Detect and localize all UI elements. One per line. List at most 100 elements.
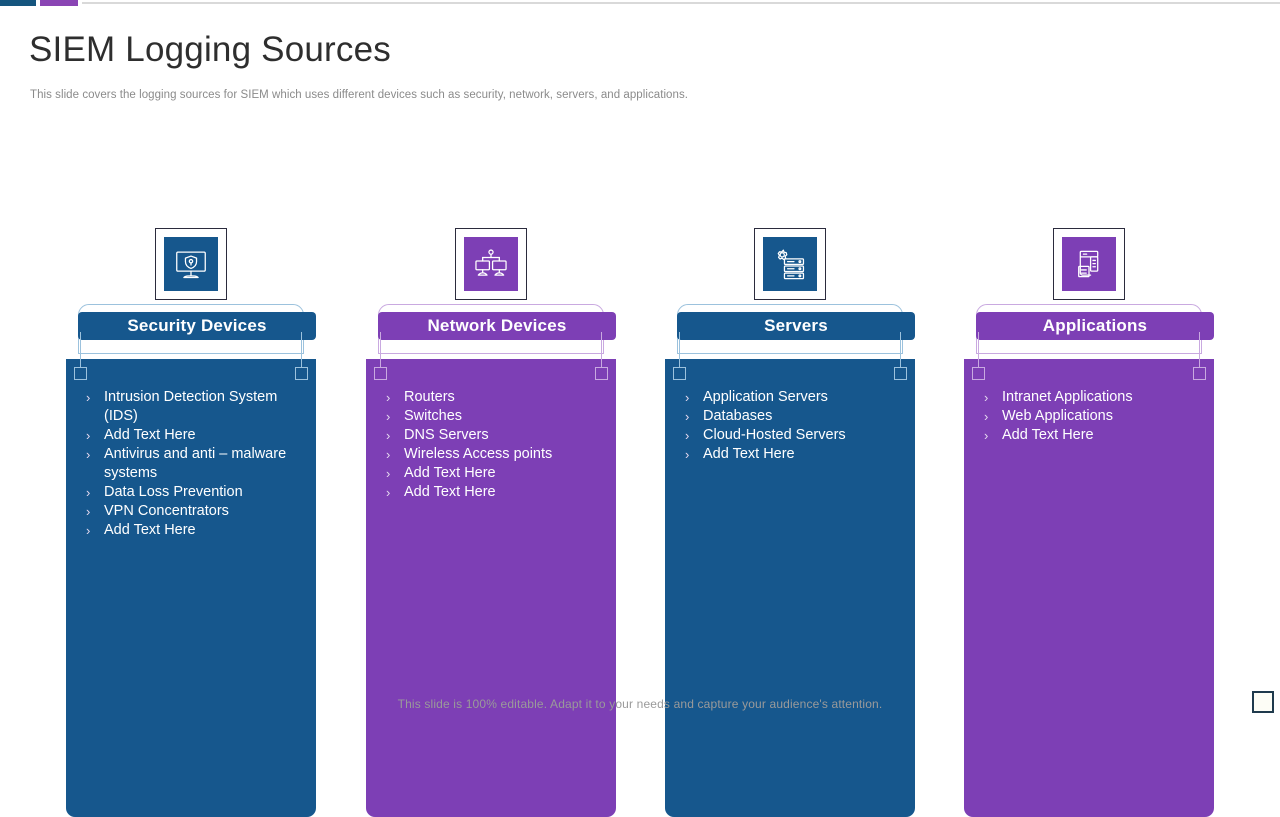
list-item[interactable]: › DNS Servers: [386, 426, 602, 445]
chevron-right-icon: ›: [984, 409, 989, 424]
column-header-label: Security Devices: [127, 316, 267, 335]
list-item[interactable]: › Application Servers: [685, 388, 901, 407]
column-item-list: ›Intranet Applications›Web Applications›…: [964, 359, 1214, 465]
chevron-right-icon: ›: [386, 466, 391, 481]
column-item-list: ›Application Servers›Databases›Cloud-Hos…: [665, 359, 915, 484]
connector-line-right: [1199, 332, 1201, 368]
list-item-label: Application Servers: [703, 389, 828, 405]
column-header-label: Network Devices: [427, 316, 567, 335]
list-item-label: Intranet Applications: [1002, 389, 1133, 405]
list-item[interactable]: › Intrusion Detection System (IDS): [86, 388, 302, 426]
list-item-label: Add Text Here: [404, 484, 496, 500]
column-icon-frame: [155, 228, 227, 300]
monitor-shield-lock-icon: [164, 237, 218, 291]
connector-square-left: [673, 367, 686, 380]
list-item-label: VPN Concentrators: [104, 503, 229, 519]
chevron-right-icon: ›: [386, 447, 391, 462]
chevron-right-icon: ›: [86, 523, 91, 538]
list-item[interactable]: ›Routers: [386, 388, 602, 407]
connector-square-left: [74, 367, 87, 380]
list-item[interactable]: › Add Text Here: [386, 464, 602, 483]
connector-line-left: [978, 332, 980, 368]
list-item[interactable]: › Add Text Here: [86, 521, 302, 540]
connector-line-right: [301, 332, 303, 368]
list-item[interactable]: ›Intranet Applications: [984, 388, 1200, 407]
list-item[interactable]: ›Add Text Here: [984, 426, 1200, 445]
list-item-label: Add Text Here: [104, 522, 196, 538]
list-item-label: Cloud-Hosted Servers: [703, 427, 846, 443]
column-icon-frame: [1053, 228, 1125, 300]
list-item-label: Intrusion Detection System (IDS): [104, 389, 278, 424]
application-window-icon: [1062, 237, 1116, 291]
column-item-list: ›Routers›Switches›DNS Servers›Wireless A…: [366, 359, 616, 522]
column-header-bar[interactable]: Security Devices: [78, 312, 316, 340]
connector-line-right: [900, 332, 902, 368]
list-item[interactable]: › Add Text Here: [386, 483, 602, 502]
connector-line-left: [80, 332, 82, 368]
list-item[interactable]: › Switches: [386, 407, 602, 426]
chevron-right-icon: ›: [86, 447, 91, 462]
connector-square-left: [972, 367, 985, 380]
chevron-right-icon: ›: [685, 390, 690, 405]
top-accent-bar: [0, 0, 1280, 6]
list-item-label: Wireless Access points: [404, 446, 553, 462]
chevron-right-icon: ›: [685, 447, 690, 462]
list-item-label: DNS Servers: [404, 427, 489, 443]
connector-line-left: [380, 332, 382, 368]
accent-segment-purple: [40, 0, 78, 6]
connector-line-right: [601, 332, 603, 368]
chevron-right-icon: ›: [386, 409, 391, 424]
chevron-right-icon: ›: [86, 428, 91, 443]
column-header-bar[interactable]: Network Devices: [378, 312, 616, 340]
list-item-label: Antivirus and anti – malware systems: [104, 446, 287, 481]
list-item[interactable]: › Add Text Here: [685, 445, 901, 464]
column-icon-frame: [455, 228, 527, 300]
column-header-bar[interactable]: Applications: [976, 312, 1214, 340]
list-item-label: Add Text Here: [104, 427, 196, 443]
gear-server-rack-icon: [763, 237, 817, 291]
page-title: SIEM Logging Sources: [29, 30, 391, 69]
column-body-panel: ›Intranet Applications›Web Applications›…: [964, 359, 1214, 817]
list-item[interactable]: › Data Loss Prevention: [86, 483, 302, 502]
connector-square-right: [595, 367, 608, 380]
list-item[interactable]: › VPN Concentrators: [86, 502, 302, 521]
chevron-right-icon: ›: [86, 504, 91, 519]
chevron-right-icon: ›: [685, 409, 690, 424]
column-body-panel: ›Application Servers›Databases›Cloud-Hos…: [665, 359, 915, 817]
columns-container: ›Intrusion Detection System (IDS)›Add Te…: [66, 228, 1214, 817]
list-item[interactable]: › Databases: [685, 407, 901, 426]
page-subtitle: This slide covers the logging sources fo…: [30, 89, 688, 101]
column-item-list: › Intrusion Detection System (IDS) › Add Te…: [66, 359, 316, 560]
list-item-label: Databases: [703, 408, 773, 424]
list-item[interactable]: › Antivirus and anti – malware systems: [86, 445, 302, 483]
accent-rule: [82, 2, 1280, 4]
list-item[interactable]: › Add Text Here: [86, 426, 302, 445]
list-item-label: Switches: [404, 408, 463, 424]
chevron-right-icon: ›: [386, 428, 391, 443]
list-item-label: Data Loss Prevention: [104, 484, 243, 500]
list-item[interactable]: ›Cloud-Hosted Servers: [685, 426, 901, 445]
list-item-label: Add Text Here: [703, 446, 795, 462]
chevron-right-icon: ›: [86, 485, 91, 500]
chevron-right-icon: ›: [86, 390, 91, 405]
list-item-label: Add Text Here: [1002, 427, 1094, 443]
accent-segment-teal: [0, 0, 36, 6]
column-body-panel: ›Routers›Switches›DNS Servers›Wireless A…: [366, 359, 616, 817]
column-header-label: Applications: [1042, 316, 1148, 335]
square-outline-icon: [1252, 691, 1274, 713]
connector-square-right: [1193, 367, 1206, 380]
connector-square-right: [295, 367, 308, 380]
list-item[interactable]: › Web Applications: [984, 407, 1200, 426]
footer-note: This slide is 100% editable. Adapt it to…: [397, 697, 883, 711]
column-header-bar[interactable]: Servers: [677, 312, 915, 340]
list-item[interactable]: › Wireless Access points: [386, 445, 602, 464]
list-item-label: Add Text Here: [404, 465, 496, 481]
connector-square-left: [374, 367, 387, 380]
connector-square-right: [894, 367, 907, 380]
chevron-right-icon: ›: [386, 390, 391, 405]
network-monitors-icon: [464, 237, 518, 291]
chevron-right-icon: ›: [386, 485, 391, 500]
list-item-label: Web Applications: [1002, 408, 1113, 424]
column-body-panel: › Intrusion Detection System (IDS) › Add Te…: [66, 359, 316, 817]
column-header-label: Servers: [764, 316, 828, 335]
